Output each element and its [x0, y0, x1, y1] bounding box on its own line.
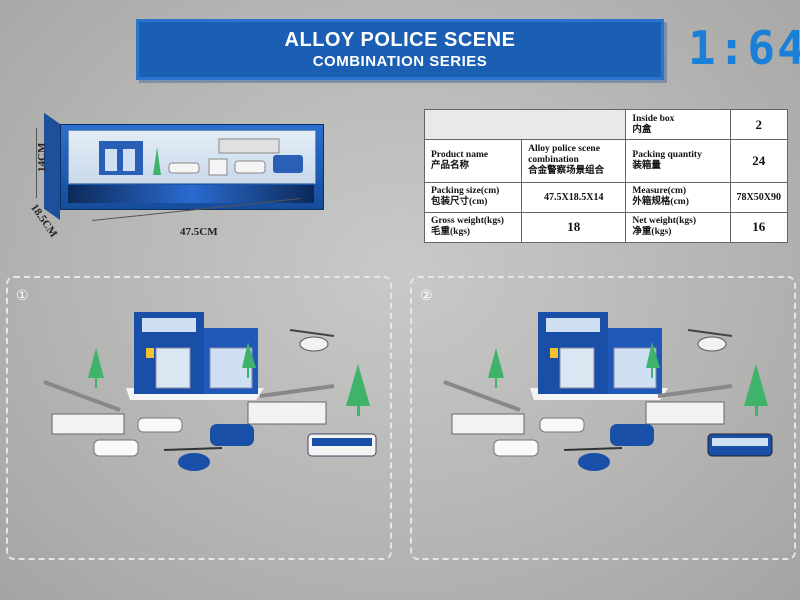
product-title: ALLOY POLICE SCENE — [284, 28, 516, 51]
product-subtitle: COMBINATION SERIES — [312, 52, 488, 70]
variant-panel-1: ① — [6, 276, 392, 560]
variant-number: ② — [420, 288, 433, 304]
inside-box-value: 2 — [729, 108, 789, 141]
product-name-value: Alloy police scene combination 合金警察场景组合 — [521, 139, 627, 183]
label-en: Measure(cm) — [632, 186, 687, 197]
police-car-icon — [93, 439, 139, 457]
product-name-label: Product name 产品名称 — [423, 139, 523, 183]
rescue-truck-icon — [247, 401, 327, 425]
value-cn: 合金警察场景组合 — [528, 166, 605, 177]
police-suv-icon — [610, 424, 654, 446]
table-row: Packing size(cm) 包装尺寸(cm) 47.5X18.5X14 M… — [423, 181, 789, 213]
variant-number: ① — [16, 288, 29, 304]
label-cn: 包装尺寸(cm) — [431, 197, 488, 208]
tree-icon — [744, 364, 768, 406]
label-cn: 内盒 — [632, 124, 652, 135]
label-cn: 装箱量 — [632, 160, 661, 171]
label-cn: 毛重(kgs) — [431, 227, 471, 238]
inside-box-label: Inside box 内盒 — [625, 108, 731, 141]
label-en: Packing quantity — [632, 149, 702, 160]
tree-icon — [646, 342, 660, 368]
box-window-contents — [99, 138, 303, 176]
table-row: Gross weight(kgs) 毛重(kgs) 18 Net weight(… — [423, 211, 789, 244]
police-suv-icon — [210, 424, 254, 446]
station-door — [559, 347, 595, 389]
label-en: Packing size(cm) — [431, 186, 500, 197]
measure-label: Measure(cm) 外箱规格(cm) — [625, 181, 731, 213]
packing-size-label: Packing size(cm) 包装尺寸(cm) — [423, 181, 523, 213]
label-cn: 外箱规格(cm) — [632, 197, 689, 208]
label-en: Product name — [431, 149, 489, 160]
label-en: Net weight(kgs) — [632, 216, 696, 227]
box-height-label: 14CM — [36, 142, 48, 172]
packing-size-value: 47.5X18.5X14 — [521, 181, 627, 213]
police-scene-illustration — [43, 312, 377, 471]
box-width-label: 47.5CM — [180, 226, 218, 238]
label-cn: 净重(kgs) — [632, 227, 672, 238]
net-weight-value: 16 — [729, 211, 789, 244]
value-en: Alloy police scene combination — [528, 144, 600, 166]
tree-icon — [346, 364, 370, 406]
ladder-truck-icon — [51, 413, 125, 435]
police-badge-icon — [146, 348, 154, 358]
helicopter-icon — [299, 336, 329, 352]
box-window — [68, 130, 316, 184]
label-en: Gross weight(kgs) — [431, 216, 504, 227]
scale-label: 1:64 — [688, 21, 800, 75]
variant-panel-2: ② — [410, 276, 796, 560]
station-door — [155, 347, 191, 389]
police-badge-icon — [550, 348, 558, 358]
helicopter-icon — [697, 336, 727, 352]
box-logo-strip — [68, 185, 314, 203]
package-box-illustration — [20, 110, 324, 260]
tree-icon — [88, 348, 104, 378]
police-car-icon — [493, 439, 539, 457]
measure-value: 78X50X90 — [729, 181, 789, 213]
spec-table: Inside box 内盒 2 Product name 产品名称 Alloy … — [423, 108, 789, 244]
table-row: Product name 产品名称 Alloy police scene com… — [423, 139, 789, 183]
helicopter-icon — [178, 453, 210, 471]
gross-weight-label: Gross weight(kgs) 毛重(kgs) — [423, 211, 523, 244]
net-weight-label: Net weight(kgs) 净重(kgs) — [625, 211, 731, 244]
gross-weight-value: 18 — [521, 211, 627, 244]
title-banner: ALLOY POLICE SCENE COMBINATION SERIES — [136, 19, 664, 80]
tree-icon — [488, 348, 504, 378]
police-scene-illustration — [443, 312, 773, 471]
table-row: Inside box 内盒 2 — [423, 108, 789, 141]
height-dimension-line — [36, 128, 37, 198]
tree-icon — [242, 342, 256, 368]
label-cn: 产品名称 — [431, 160, 470, 171]
table-cell-blank — [423, 108, 627, 141]
helicopter-icon — [578, 453, 610, 471]
police-car-icon — [137, 417, 183, 433]
ladder-truck-icon — [451, 413, 525, 435]
packing-quantity-label: Packing quantity 装箱量 — [625, 139, 731, 183]
label-en: Inside box — [632, 113, 675, 124]
police-car-icon — [539, 417, 585, 433]
packing-quantity-value: 24 — [729, 139, 789, 183]
rescue-truck-icon — [645, 401, 725, 425]
